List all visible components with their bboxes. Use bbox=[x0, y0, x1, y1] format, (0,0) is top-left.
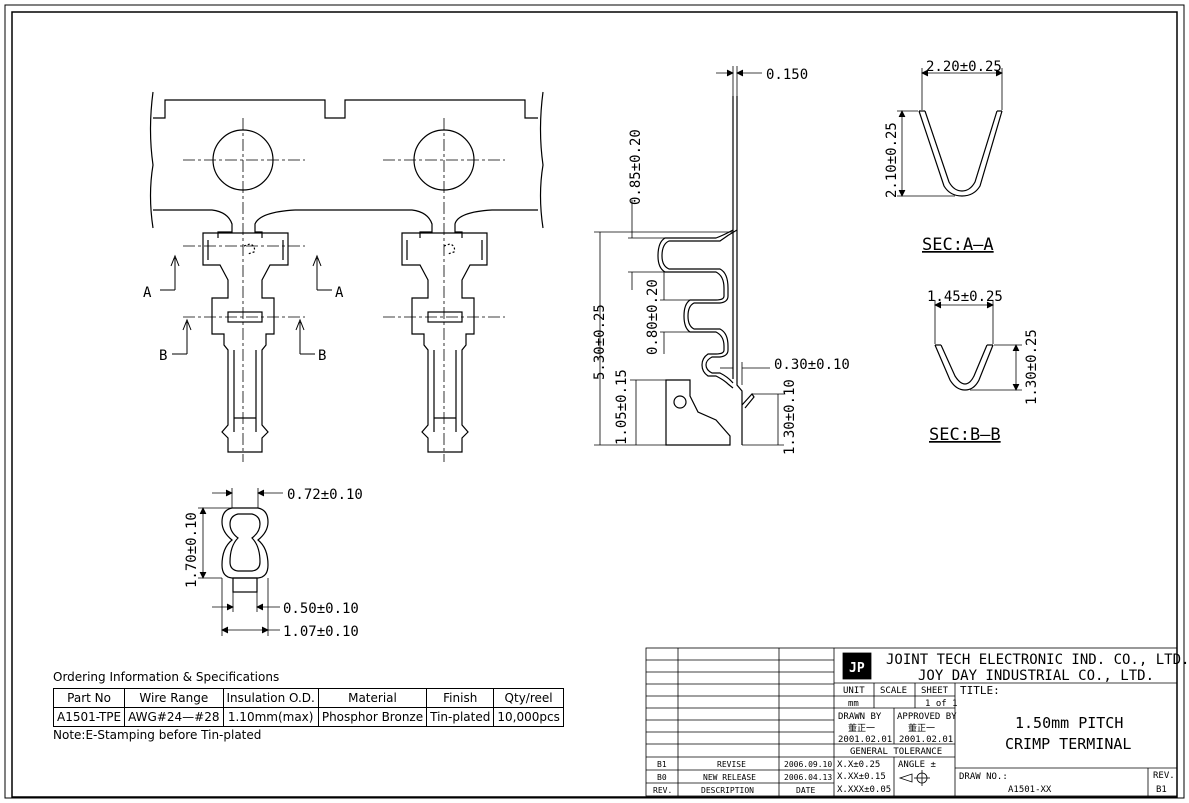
section-a-drawing bbox=[918, 110, 1003, 197]
rev-col-label: REV. bbox=[653, 786, 672, 795]
spec-data-row: A1501-TPE AWG#24—#28 1.10mm(max) Phospho… bbox=[52, 707, 564, 727]
front-view bbox=[221, 507, 269, 593]
approved-by-name: 董正一 bbox=[908, 722, 935, 734]
dim-sec-a-width: 2.20±0.25 bbox=[926, 59, 1002, 75]
spec-header-finish: Finish bbox=[426, 688, 495, 708]
section-b-title: SEC:B—B bbox=[929, 425, 1001, 445]
date-col-label: DATE bbox=[796, 786, 815, 795]
top-view bbox=[149, 91, 544, 453]
drawn-date: 2001.02.01 bbox=[838, 735, 892, 745]
side-view bbox=[657, 96, 755, 446]
desc-col-label: DESCRIPTION bbox=[701, 786, 754, 795]
rev-label: REV. bbox=[1153, 771, 1175, 781]
spec-finish: Tin-plated bbox=[426, 707, 495, 727]
section-markers bbox=[160, 254, 332, 355]
tolerance-2: X.XX±0.15 bbox=[837, 772, 886, 782]
company-name-2: JOY DAY INDUSTRIAL CO., LTD. bbox=[918, 668, 1154, 684]
rev-value: B1 bbox=[1156, 785, 1167, 795]
spec-header-qty: Qty/reel bbox=[493, 688, 564, 708]
dim-tab-170: 1.70±0.10 bbox=[184, 512, 200, 588]
side-dim-lines bbox=[594, 66, 784, 446]
dim-sec-b-height: 1.30±0.25 bbox=[1024, 329, 1040, 405]
dim-depth-085: 0.85±0.20 bbox=[628, 129, 644, 205]
dim-lance-030: 0.30±0.10 bbox=[774, 357, 850, 373]
section-b-dims bbox=[934, 300, 1022, 391]
rev-row-2-date: 2006.04.13 bbox=[784, 773, 832, 782]
draw-no-label: DRAW NO.: bbox=[959, 772, 1008, 782]
dim-sec-b-width: 1.45±0.25 bbox=[927, 289, 1003, 305]
company-name-1: JOINT TECH ELECTRONIC IND. CO., LTD. bbox=[886, 652, 1189, 668]
section-a-title: SEC:A—A bbox=[922, 235, 994, 255]
dim-tab-107: 1.07±0.10 bbox=[283, 624, 359, 640]
dim-sec-a-height: 2.10±0.25 bbox=[884, 122, 900, 198]
spec-part-no: A1501-TPE bbox=[52, 707, 126, 727]
section-a-dims bbox=[897, 68, 1003, 197]
dim-thickness: 0.150 bbox=[766, 67, 808, 83]
dim-tab-050: 0.50±0.10 bbox=[283, 601, 359, 617]
drawn-by-label: DRAWN BY bbox=[838, 712, 882, 722]
tolerance-3: X.XXX±0.05 bbox=[837, 785, 891, 795]
scale-label: SCALE bbox=[880, 686, 907, 696]
spec-header-part-no: Part No bbox=[52, 688, 126, 708]
dim-depth-105: 1.05±0.15 bbox=[614, 369, 630, 445]
spec-wire-range: AWG#24—#28 bbox=[124, 707, 224, 727]
section-a-left: A bbox=[143, 285, 152, 301]
spec-header-row: Part No Wire Range Insulation O.D. Mater… bbox=[52, 688, 564, 708]
drawn-by-name: 董正一 bbox=[848, 722, 875, 734]
tolerance-label: GENERAL TOLERANCE bbox=[850, 747, 942, 757]
rev-row-2-rev: B0 bbox=[657, 773, 667, 782]
title-label: TITLE: bbox=[960, 684, 1000, 697]
spec-material: Phosphor Bronze bbox=[317, 707, 428, 727]
draw-no-value: A1501-XX bbox=[1008, 785, 1052, 795]
dim-depth-080: 0.80±0.20 bbox=[645, 279, 661, 355]
rev-row-1-rev: B1 bbox=[657, 760, 667, 769]
title-line-2: CRIMP TERMINAL bbox=[1005, 735, 1131, 753]
dim-depth-530: 5.30±0.25 bbox=[592, 304, 608, 380]
title-line-1: 1.50mm PITCH bbox=[1015, 714, 1123, 732]
approved-by-label: APPROVED BY bbox=[897, 712, 957, 722]
section-a-right: A bbox=[335, 285, 344, 301]
section-b-left: B bbox=[159, 348, 167, 364]
approved-date: 2001.02.01 bbox=[899, 735, 953, 745]
unit-label: UNIT bbox=[843, 686, 865, 696]
spec-header-insulation: Insulation O.D. bbox=[222, 688, 319, 708]
spec-table: Part No Wire Range Insulation O.D. Mater… bbox=[52, 688, 564, 727]
spec-qty: 10,000pcs bbox=[493, 707, 564, 727]
company-logo-icon: JP bbox=[849, 661, 865, 676]
spec-note: Note:E-Stamping before Tin-plated bbox=[53, 728, 262, 742]
section-b-drawing bbox=[934, 344, 994, 391]
dim-tab-072: 0.72±0.10 bbox=[287, 487, 363, 503]
rev-row-1-desc: REVISE bbox=[717, 760, 746, 769]
spec-header-material: Material bbox=[317, 688, 428, 708]
sheet-label: SHEET bbox=[921, 686, 949, 696]
spec-insulation: 1.10mm(max) bbox=[222, 707, 319, 727]
center-lines bbox=[183, 118, 505, 462]
spec-header-wire-range: Wire Range bbox=[124, 688, 224, 708]
tolerance-1: X.X±0.25 bbox=[837, 760, 880, 770]
spec-caption: Ordering Information & Specifications bbox=[53, 670, 280, 684]
sheet-value: 1 of 1 bbox=[925, 699, 958, 709]
title-block bbox=[645, 647, 1178, 797]
dim-lance-130: 1.30±0.10 bbox=[782, 379, 798, 455]
front-dims bbox=[198, 488, 283, 636]
rev-row-1-date: 2006.09.10 bbox=[784, 760, 832, 769]
angle-label: ANGLE ± bbox=[898, 760, 937, 770]
section-b-right: B bbox=[318, 348, 326, 364]
unit-value: mm bbox=[848, 699, 859, 709]
rev-row-2-desc: NEW RELEASE bbox=[703, 773, 756, 782]
